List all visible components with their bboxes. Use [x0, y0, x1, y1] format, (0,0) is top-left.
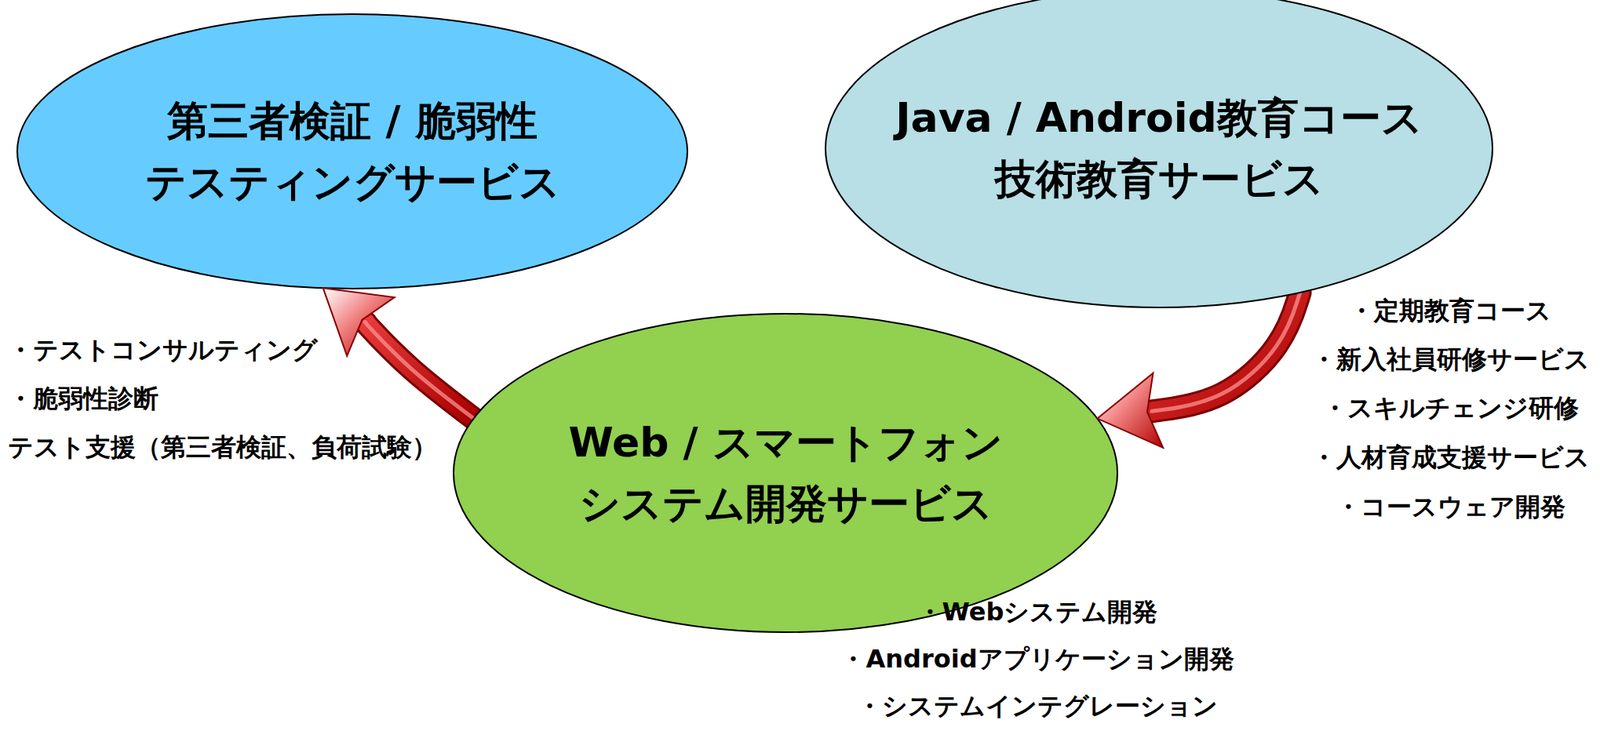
ellipse-fill: [825, 0, 1493, 308]
node-body: Java / Android教育コース 技術教育サービス: [823, 0, 1495, 310]
service-title: Web / スマートフォン システム開発サービス: [550, 411, 1021, 535]
service-ellipse: Web / スマートフォン システム開発サービス: [451, 312, 1119, 635]
arrow-shadow: [364, 321, 474, 419]
service-item: ・Androidアプリケーション開発: [840, 645, 1234, 675]
arrow-head: [1097, 373, 1163, 449]
service-ellipse: 第三者検証 / 脆弱性 テスティングサービス: [15, 12, 689, 291]
service-item: テスト支援（第三者検証、負荷試験）: [7, 433, 438, 463]
arrow-shadow: [1151, 292, 1301, 412]
service-item: ・人材育成支援サービス: [1311, 443, 1590, 473]
ellipse-outline: [15, 12, 689, 291]
service-ellipse: Java / Android教育コース 技術教育サービス: [823, 0, 1495, 310]
curved-arrow: [1151, 292, 1301, 412]
curved-arrow: [364, 321, 474, 419]
arrow-highlight: [1151, 292, 1301, 412]
service-item: ・システムインテグレーション: [856, 692, 1218, 722]
arrow-body: [364, 321, 474, 419]
arrow-head: [323, 287, 395, 356]
service-title: Java / Android教育コース 技術教育サービス: [837, 87, 1481, 210]
ellipse-outline: [451, 312, 1119, 635]
node-body: 第三者検証 / 脆弱性 テスティングサービス: [15, 12, 689, 291]
service-item: ・スキルチェンジ研修: [1322, 393, 1579, 423]
service-item: ・新入社員研修サービス: [1311, 345, 1590, 375]
arrow-body: [1151, 292, 1301, 412]
service-item: ・Webシステム開発: [917, 597, 1159, 627]
service-item: ・コースウェア開発: [1335, 492, 1566, 522]
node-body: Web / スマートフォン システム開発サービス: [451, 312, 1119, 635]
ellipse-outline: [823, 0, 1495, 310]
ellipse-fill: [453, 313, 1118, 633]
service-item: ・定期教育コース: [1348, 296, 1552, 326]
service-item: ・テストコンサルティング: [7, 335, 318, 365]
arrow-highlight: [364, 321, 474, 419]
service-item: ・脆弱性診断: [7, 384, 159, 414]
ellipse-fill: [17, 14, 688, 289]
service-title: 第三者検証 / 脆弱性 テスティングサービス: [116, 90, 588, 213]
